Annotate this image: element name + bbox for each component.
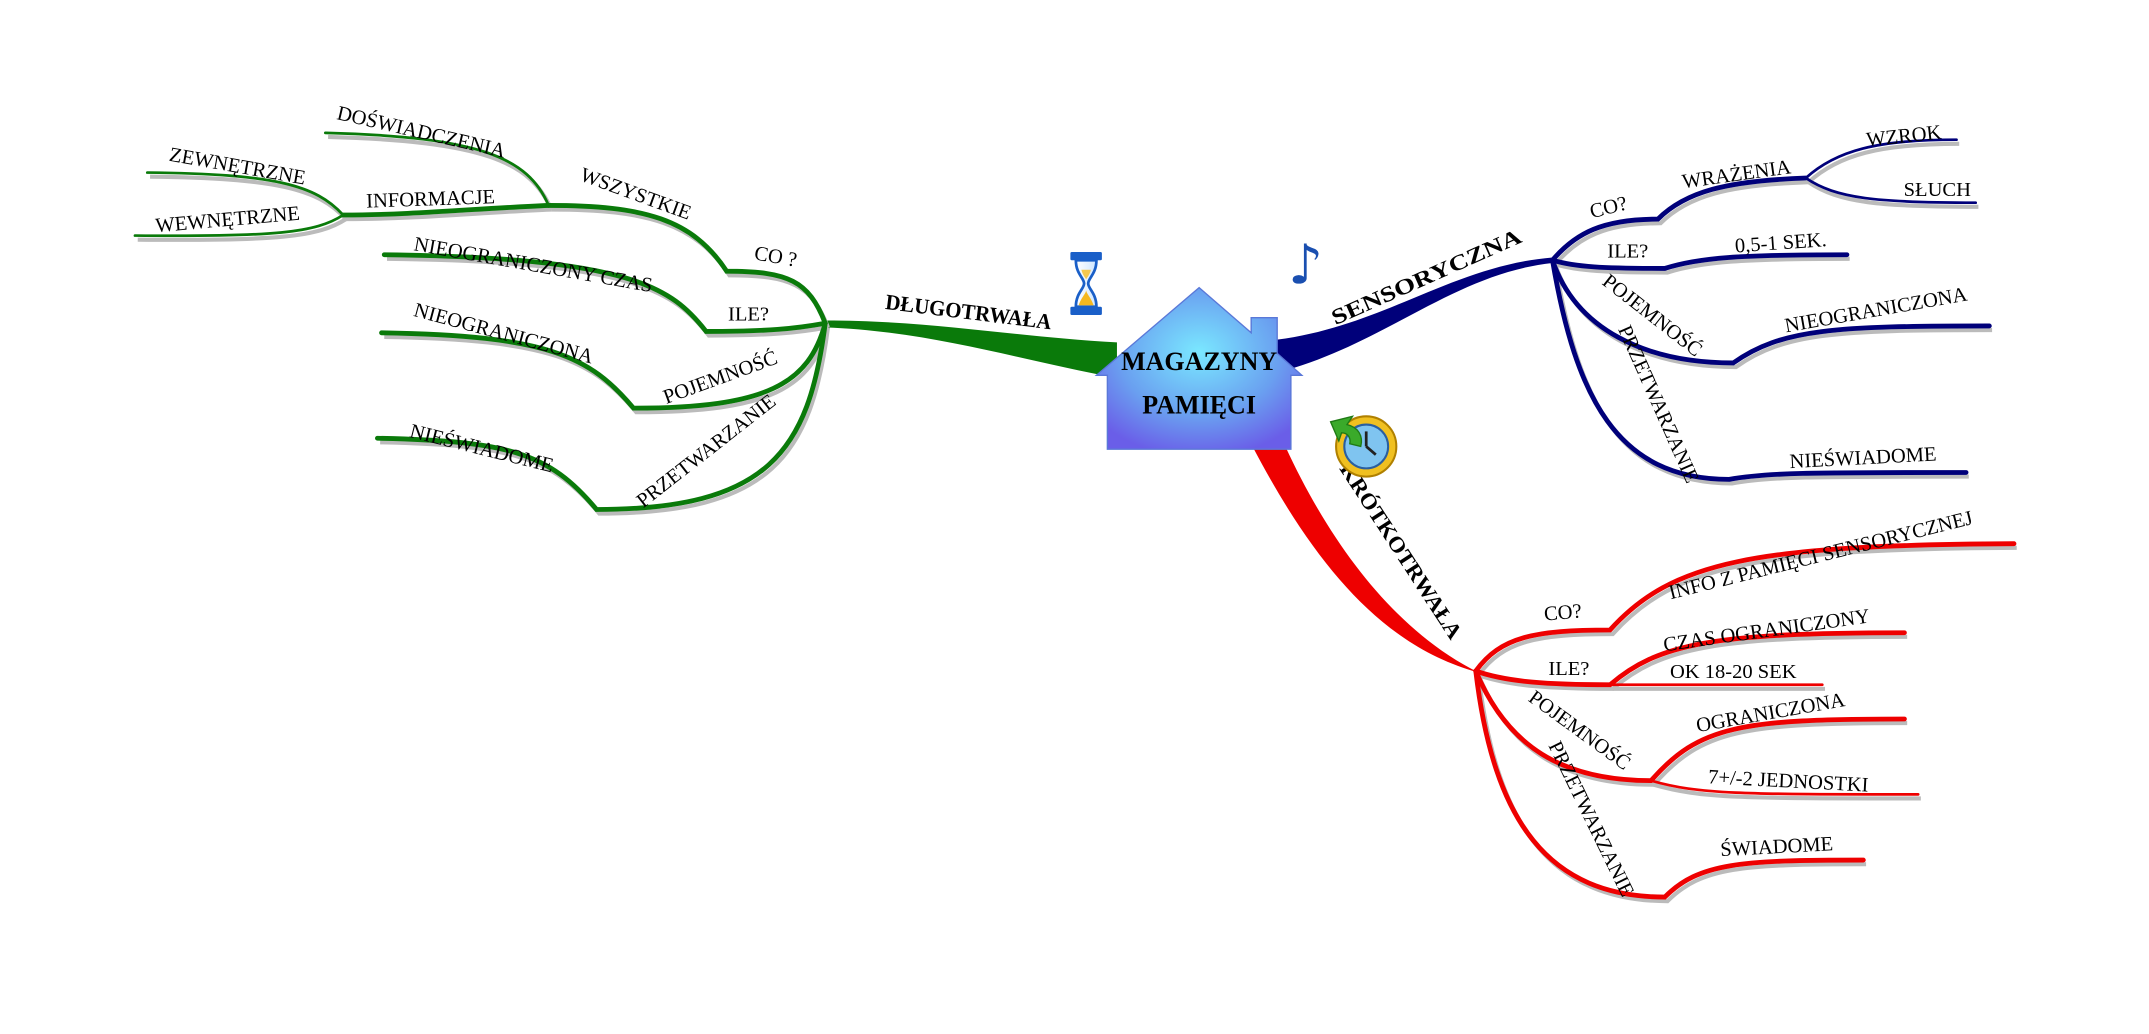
central-topic-line-1: MAGAZYNY — [1121, 347, 1277, 376]
edge-wzrok — [1804, 138, 1958, 180]
edge-przetwarzanie — [1550, 257, 1969, 482]
edge-co — [1550, 175, 1809, 263]
label-co[interactable]: CO ? — [753, 242, 799, 271]
edge-wewnetrzne — [133, 213, 345, 238]
edge-sluch — [1804, 176, 1978, 205]
edge-co — [1473, 541, 2017, 674]
edge-informacje — [340, 203, 551, 218]
label-ile-value-2[interactable]: OK 18-20 SEK — [1670, 661, 1797, 683]
edge-co — [546, 203, 828, 326]
edge-jednostki — [1649, 779, 1920, 796]
label-co-value[interactable]: INFO Z PAMIĘCI SENSORYCZNEJ — [1667, 507, 1975, 604]
label-informacje[interactable]: INFORMACJE — [366, 186, 496, 212]
edge-doswiadczenia — [323, 131, 550, 207]
music-note-icon: ♪ — [1288, 232, 1323, 296]
edge-pojemnosc — [1550, 257, 1992, 366]
label-sensory[interactable]: SENSORYCZNA — [1327, 223, 1525, 329]
edge-ile — [1550, 252, 1850, 271]
hourglass-icon — [1070, 251, 1102, 315]
label-sluch[interactable]: SŁUCH — [1904, 179, 1971, 201]
label-zewnetrzne[interactable]: ZEWNĘTRZNE — [168, 144, 308, 190]
label-przetwarzanie-value[interactable]: ŚWIADOME — [1720, 831, 1834, 861]
main-branch-long-term — [825, 320, 1117, 378]
label-co[interactable]: CO? — [1543, 600, 1582, 625]
edge-zewnetrzne — [145, 171, 345, 217]
branch-short-term[interactable]: KRÓTKOTRWAŁA CO? INFO Z PAMIĘCI SENSORYC… — [1252, 415, 2017, 904]
label-przetwarzanie-value[interactable]: NIEŚWIADOME — [408, 418, 557, 477]
label-doswiadczenia[interactable]: DOŚWIADCZENIA — [335, 100, 508, 162]
label-ile-value-1[interactable]: CZAS OGRANICZONY — [1662, 605, 1871, 656]
branch-long-term[interactable]: DŁUGOTRWAŁA CO ? WSZYSTKIE DOŚWIADCZENIA… — [133, 100, 1117, 516]
label-short-term[interactable]: KRÓTKOTRWAŁA — [1335, 458, 1468, 644]
label-ile[interactable]: ILE? — [728, 303, 769, 325]
edge-pojemnosc — [379, 320, 828, 411]
edge-ile — [1473, 630, 1907, 688]
edge-ile — [381, 252, 828, 334]
label-pojemnosc[interactable]: POJEMNOŚĆ — [1524, 685, 1635, 775]
central-topic[interactable]: MAGAZYNY PAMIĘCI — [1094, 286, 1304, 450]
central-topic-line-2: PAMIĘCI — [1142, 391, 1256, 420]
house-shape — [1094, 286, 1304, 450]
label-ile-value[interactable]: NIEOGRANICZONY CZAS — [412, 233, 654, 297]
edge-przetwarzanie — [1473, 668, 1866, 900]
label-przetwarzanie-value[interactable]: NIEŚWIADOME — [1789, 441, 1937, 473]
label-pojemnosc[interactable]: POJEMNOŚĆ — [1598, 269, 1707, 362]
main-branch-sensory — [1277, 257, 1553, 373]
label-co[interactable]: CO? — [1588, 193, 1630, 223]
label-ile[interactable]: ILE? — [1548, 658, 1589, 680]
label-wzrok[interactable]: WZROK — [1865, 122, 1942, 152]
clock-icon — [1329, 415, 1398, 478]
main-branch-short-term — [1252, 446, 1479, 673]
label-ile[interactable]: ILE? — [1607, 240, 1648, 262]
edge-przetwarzanie — [375, 320, 828, 512]
